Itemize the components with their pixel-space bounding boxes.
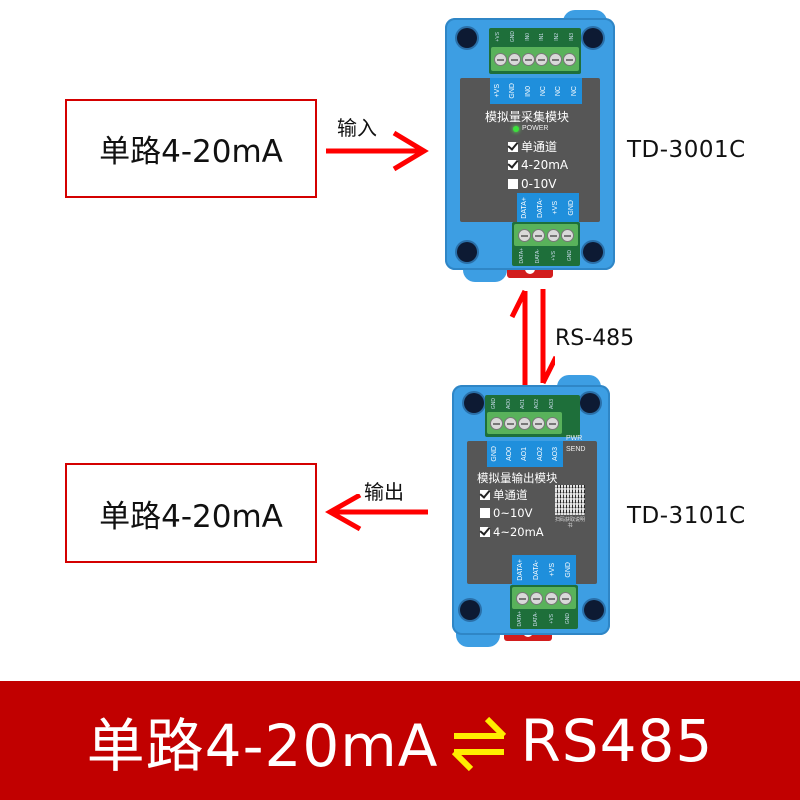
power-led-icon <box>513 125 519 132</box>
pwr-indicator-label: PWR <box>566 435 583 442</box>
bottom-terminal-screws <box>512 587 576 609</box>
screw-hole <box>583 242 603 262</box>
input-signal-label: 单路4-20mA <box>99 134 283 170</box>
checkbox-checked-icon <box>508 160 518 170</box>
checkbox-checked-icon <box>480 527 490 537</box>
screw-hole <box>460 600 480 620</box>
checkbox-checked-icon <box>480 490 490 500</box>
top-terminal-screws <box>487 412 562 434</box>
screw-hole <box>457 242 477 262</box>
device-model-label: TD-3001C <box>627 137 746 163</box>
screw-hole <box>584 600 604 620</box>
screw-hole <box>583 28 603 48</box>
screw-hole <box>580 393 600 413</box>
input-arrow-icon <box>326 130 429 172</box>
power-led: POWER <box>513 125 548 132</box>
bottom-terminal-screws <box>514 224 578 246</box>
panel-title: 模拟量采集模块 <box>485 110 570 124</box>
option-single-channel: 单通道 <box>480 487 528 503</box>
output-arrow-label: 输出 <box>364 480 404 504</box>
top-terminal-screws <box>491 47 579 71</box>
banner-right-text: RS485 <box>520 706 714 775</box>
checkbox-unchecked-icon <box>480 508 490 518</box>
qr-code-icon <box>555 485 585 515</box>
checkbox-unchecked-icon <box>508 179 518 189</box>
title-banner: 单路4-20mA RS485 <box>0 681 800 800</box>
option-single-channel: 单通道 <box>508 138 557 155</box>
device-model-label: TD-3101C <box>627 503 746 529</box>
screw-hole <box>464 393 484 413</box>
option-4-20ma: 4~20mA <box>480 525 544 539</box>
option-0-10v: 0~10V <box>480 506 532 520</box>
rs485-link-label: RS-485 <box>555 326 635 351</box>
input-signal-box: 单路4-20mA <box>65 99 317 198</box>
option-4-20ma: 4-20mA <box>508 158 568 172</box>
rs485-link-arrows-icon <box>509 289 555 385</box>
input-arrow-label: 输入 <box>337 116 377 140</box>
banner-left-text: 单路4-20mA <box>86 711 439 780</box>
output-signal-box: 单路4-20mA <box>65 463 317 563</box>
output-signal-label: 单路4-20mA <box>99 498 283 535</box>
screw-hole <box>457 28 477 48</box>
bidirectional-harpoon-icon <box>452 716 507 771</box>
qr-caption: 扫码获取说明书 <box>554 517 585 529</box>
option-0-10v: 0-10V <box>508 177 556 191</box>
panel-title: 模拟量输出模块 <box>477 471 558 485</box>
checkbox-checked-icon <box>508 141 518 152</box>
send-indicator-label: SEND <box>566 446 586 453</box>
output-arrow-icon <box>325 494 428 532</box>
